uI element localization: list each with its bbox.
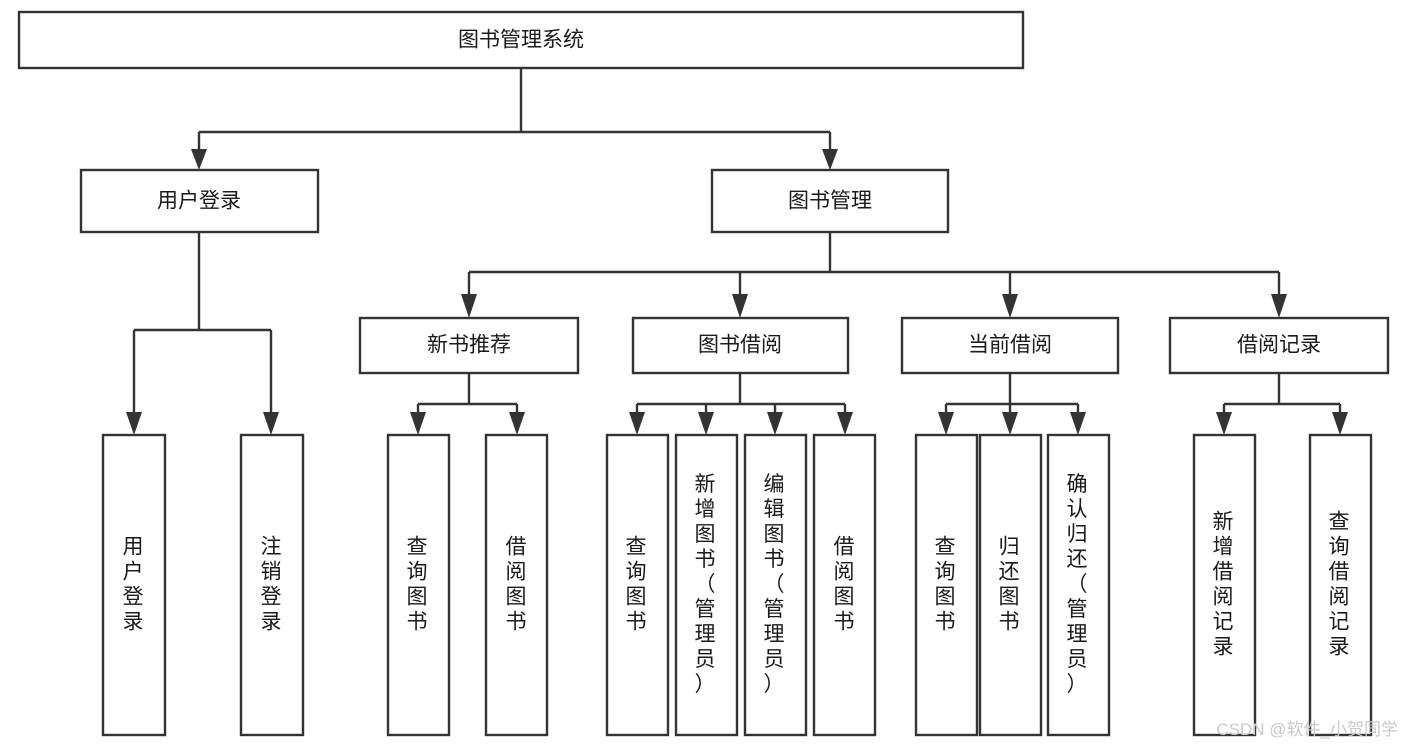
watermark-text: CSDN @软件_小贺同学 — [1216, 720, 1398, 739]
leaf-node-query-book-borrow-label: 查询图书 — [626, 535, 649, 633]
node-book-management-box[interactable] — [710, 168, 950, 234]
arrow-to-current — [1002, 294, 1018, 318]
node-book-management-label: 图书管理 — [788, 190, 872, 213]
leaf-node-user-login-box[interactable] — [101, 433, 167, 737]
arrow-to-book-mgmt — [822, 149, 838, 170]
arrow-to-user-login — [191, 149, 207, 170]
leaf-node-user-login-label: 用户登录 — [123, 535, 146, 633]
leaf-node-add-borrow-record-label: 新增借阅记录 — [1213, 510, 1236, 658]
leaf-node-edit-book-admin-label: 编辑图书（管理员） — [764, 473, 787, 696]
leaf-node-query-book-borrow[interactable]: 查询图书 — [605, 433, 670, 737]
arrow-to-leaf-logout — [263, 412, 279, 435]
leaf-node-query-book-newbooks-box[interactable] — [386, 433, 451, 737]
arrow-to-leaf-query-record — [1332, 412, 1348, 435]
arrow-to-new-books — [461, 294, 477, 318]
leaf-node-query-borrow-record[interactable]: 查询借阅记录 — [1308, 433, 1373, 737]
leaf-node-add-book-admin[interactable]: 新增图书（管理员） — [674, 433, 739, 737]
node-new-book-recommend-box[interactable] — [358, 316, 580, 375]
leaf-node-borrow-book-newbooks[interactable]: 借阅图书 — [484, 433, 549, 737]
leaf-node-return-book[interactable]: 归还图书 — [978, 433, 1043, 737]
arrow-to-leaf-add-book — [698, 412, 714, 435]
leaf-node-borrow-book-borrow-label: 借阅图书 — [834, 535, 857, 633]
node-user-login-box[interactable] — [79, 168, 320, 234]
leaf-node-logout-label: 注销登录 — [261, 535, 284, 633]
node-user-login[interactable]: 用户登录 — [79, 168, 320, 234]
arrow-to-leaf-add-record — [1216, 412, 1232, 435]
leaf-node-query-borrow-record-box[interactable] — [1308, 433, 1373, 737]
leaf-node-logout-box[interactable] — [239, 433, 305, 737]
arrow-to-leaf-confirm-return — [1070, 412, 1086, 435]
leaf-node-query-book-current[interactable]: 查询图书 — [914, 433, 979, 737]
node-borrow-record-box[interactable] — [1168, 316, 1390, 375]
node-user-login-label: 用户登录 — [157, 190, 241, 213]
leaf-node-confirm-return-admin-box[interactable] — [1046, 433, 1111, 737]
leaf-node-edit-book-admin-box[interactable] — [743, 433, 808, 737]
leaf-node-borrow-book-borrow[interactable]: 借阅图书 — [812, 433, 877, 737]
arrow-to-leaf-query-book-a — [410, 412, 426, 435]
leaf-node-edit-book-admin[interactable]: 编辑图书（管理员） — [743, 433, 808, 737]
leaf-node-query-book-current-label: 查询图书 — [935, 535, 958, 633]
arrow-to-leaf-query-book-c — [938, 412, 954, 435]
node-book-borrow-box[interactable] — [631, 316, 850, 375]
leaf-node-query-book-newbooks-label: 查询图书 — [407, 535, 430, 633]
connector-layer — [126, 68, 1348, 435]
node-new-book-recommend-label: 新书推荐 — [427, 334, 511, 357]
node-current-borrow-box[interactable] — [900, 316, 1120, 375]
leaf-node-logout[interactable]: 注销登录 — [239, 433, 305, 737]
arrow-to-leaf-user-login — [126, 412, 142, 435]
leaf-node-confirm-return-admin[interactable]: 确认归还（管理员） — [1046, 433, 1111, 737]
leaf-node-user-login[interactable]: 用户登录 — [101, 433, 167, 737]
arrow-to-borrow — [732, 294, 748, 318]
arrow-to-records — [1271, 294, 1287, 318]
node-root-system-label: 图书管理系统 — [458, 29, 584, 52]
leaf-node-add-book-admin-label: 新增图书（管理员） — [695, 473, 718, 696]
leaf-node-return-book-box[interactable] — [978, 433, 1043, 737]
arrow-to-leaf-query-book-b — [629, 412, 645, 435]
arrow-to-leaf-return-book — [1002, 412, 1018, 435]
leaf-node-query-book-borrow-box[interactable] — [605, 433, 670, 737]
node-root-system-box[interactable] — [17, 10, 1025, 70]
node-borrow-record-label: 借阅记录 — [1237, 334, 1321, 357]
leaf-node-borrow-book-borrow-box[interactable] — [812, 433, 877, 737]
node-book-management[interactable]: 图书管理 — [710, 168, 950, 234]
leaf-node-query-book-newbooks[interactable]: 查询图书 — [386, 433, 451, 737]
node-root-system[interactable]: 图书管理系统 — [17, 10, 1025, 70]
arrow-to-leaf-borrow-book-a — [509, 412, 525, 435]
node-book-borrow[interactable]: 图书借阅 — [631, 316, 850, 375]
node-current-borrow-label: 当前借阅 — [968, 334, 1052, 357]
leaf-node-confirm-return-admin-label: 确认归还（管理员） — [1067, 473, 1090, 696]
node-borrow-record[interactable]: 借阅记录 — [1168, 316, 1390, 375]
leaf-node-add-borrow-record-box[interactable] — [1192, 433, 1257, 737]
leaf-node-return-book-label: 归还图书 — [999, 535, 1022, 633]
arrow-to-leaf-edit-book — [767, 412, 783, 435]
arrow-to-leaf-borrow-book-b — [837, 412, 853, 435]
leaf-node-borrow-book-newbooks-label: 借阅图书 — [506, 535, 529, 633]
leaf-node-borrow-book-newbooks-box[interactable] — [484, 433, 549, 737]
leaf-node-add-book-admin-box[interactable] — [674, 433, 739, 737]
leaf-node-add-borrow-record[interactable]: 新增借阅记录 — [1192, 433, 1257, 737]
node-current-borrow[interactable]: 当前借阅 — [900, 316, 1120, 375]
node-new-book-recommend[interactable]: 新书推荐 — [358, 316, 580, 375]
leaf-node-query-borrow-record-label: 查询借阅记录 — [1329, 510, 1352, 658]
node-book-borrow-label: 图书借阅 — [698, 334, 782, 357]
leaf-node-query-book-current-box[interactable] — [914, 433, 979, 737]
